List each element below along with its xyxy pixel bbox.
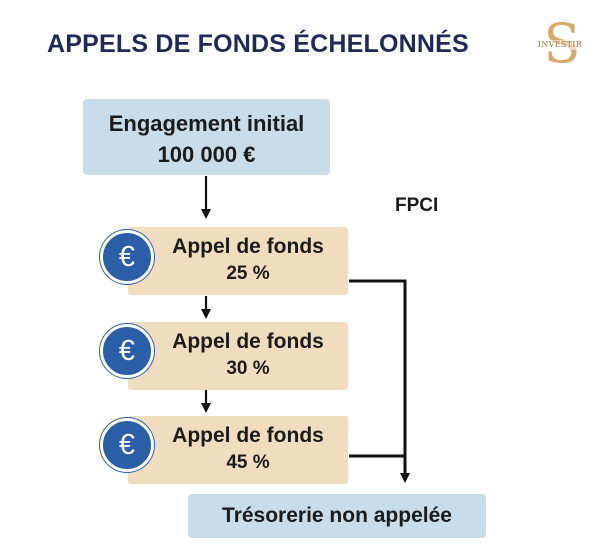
- uncalled-cash-label: Trésorerie non appelée: [222, 504, 452, 527]
- euro-icon: €: [100, 230, 154, 284]
- uncalled-cash-box: Trésorerie non appelée: [188, 494, 486, 538]
- capital-call-box-1: Appel de fonds 25 %: [128, 227, 348, 295]
- page-title: APPELS DE FONDS ÉCHELONNÉS: [47, 30, 469, 58]
- capital-call-box-3: Appel de fonds 45 %: [128, 416, 348, 484]
- capital-call-percent-3: 45 %: [226, 452, 270, 473]
- capital-call-percent-2: 30 %: [226, 358, 270, 379]
- initial-commitment-label: Engagement initial: [108, 111, 305, 136]
- initial-commitment-box: Engagement initial 100 000 €: [83, 99, 330, 175]
- fpci-label: FPCI: [395, 195, 439, 216]
- capital-call-label-1: Appel de fonds: [172, 235, 324, 258]
- euro-icon: €: [100, 324, 154, 378]
- euro-icon: €: [100, 418, 154, 472]
- capital-call-label-2: Appel de fonds: [172, 330, 324, 353]
- capital-call-percent-1: 25 %: [226, 263, 270, 284]
- capital-call-box-2: Appel de fonds 30 %: [128, 322, 348, 390]
- capital-call-label-3: Appel de fonds: [172, 424, 324, 447]
- investir-logo: S INVESTIR: [532, 14, 588, 80]
- connector-step1-right: [349, 279, 407, 465]
- initial-commitment-amount: 100 000 €: [157, 142, 256, 167]
- logo-wordmark: INVESTIR: [532, 40, 588, 50]
